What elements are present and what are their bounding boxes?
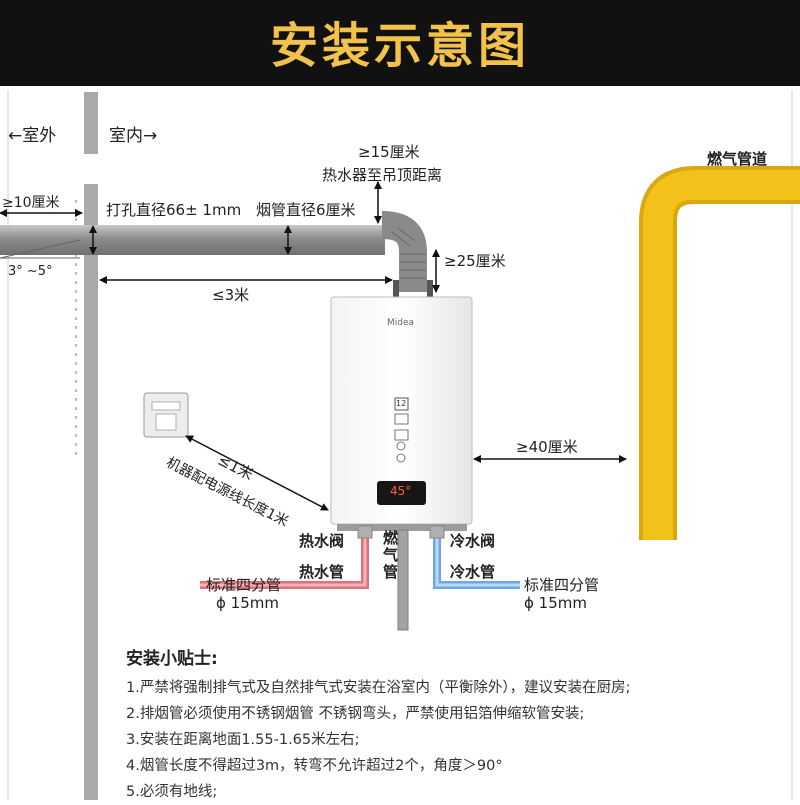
panel-button-3 <box>396 441 406 451</box>
panel-button-1 <box>394 413 409 425</box>
banner-title: 安装示意图 <box>269 18 530 74</box>
indoor-label: 室内→ <box>109 126 158 146</box>
cold-water-pipe-highlight <box>435 530 520 587</box>
tip-item: 4.烟管长度不得超过3m，转弯不允许超过2个，角度＞90° <box>126 758 503 774</box>
tips-title: 安装小贴士: <box>126 649 218 669</box>
slope-label: 3° ~5° <box>8 264 53 279</box>
tip-item: 1.严禁将强制排气式及自然排气式安装在浴室内（平衡除外），建议安装在厨房; <box>126 680 631 696</box>
wall-protrusion-label: ≥10厘米 <box>2 195 60 211</box>
water-heater <box>330 296 473 531</box>
tip-item: 3.安装在距离地面1.55-1.65米左右; <box>126 732 360 748</box>
power-socket <box>143 392 189 438</box>
cold-water-valve <box>429 525 445 539</box>
hot-water-pipe-highlight <box>200 530 367 587</box>
gas-pipeline-label: 燃气管道 <box>707 150 768 168</box>
top-gap-desc: 热水器至吊顶距离 <box>322 166 443 184</box>
right-spec-name: 标准四分管 <box>524 576 600 594</box>
heater-bottom <box>337 524 467 531</box>
panel-number: 12 <box>396 399 407 408</box>
power-distance-arrow <box>185 435 329 511</box>
hot-water-valve <box>357 525 373 539</box>
vertical-gap-label: ≥25厘米 <box>444 252 506 270</box>
heater-display <box>377 481 426 505</box>
hot-pipe-label: 热水管 <box>299 563 345 581</box>
outdoor-label: ←室外 <box>8 126 57 146</box>
gas-pipe-vertical <box>397 529 409 631</box>
cold-valve-label: 冷水阀 <box>450 532 496 550</box>
install-tips: 安装小贴士: 1.严禁将强制排气式及自然排气式安装在浴室内（平衡除外），建议安装… <box>126 644 776 805</box>
gas-pipeline <box>643 170 800 540</box>
tip-item: 5.必须有地线; <box>126 784 218 800</box>
gas-pipe-label: 燃气管 <box>383 529 399 581</box>
hole-diameter-label: 打孔直径66± 1mm <box>106 201 242 219</box>
panel-number-box <box>394 397 409 411</box>
hot-valve-label: 热水阀 <box>299 532 345 550</box>
title-banner: 安装示意图 <box>0 0 800 86</box>
wall <box>75 92 98 800</box>
heater-brand: Midea <box>387 318 415 328</box>
left-spec-size: ϕ 15mm <box>216 594 279 612</box>
tip-item: 2.排烟管必须使用不锈钢烟管 不锈钢弯头，严禁使用铝箔伸缩软管安装; <box>126 706 585 722</box>
gas-pipeline-outline <box>639 166 800 540</box>
cold-pipe-label: 冷水管 <box>450 563 496 581</box>
flue-diameter-label: 烟管直径6厘米 <box>256 201 356 219</box>
left-spec-name: 标准四分管 <box>206 576 282 594</box>
panel-button-4 <box>396 453 406 463</box>
right-spec-size: ϕ 15mm <box>524 594 587 612</box>
panel-button-2 <box>394 429 409 441</box>
slope-line <box>0 239 81 259</box>
display-readout: 45° <box>390 484 412 498</box>
side-gap-label: ≥40厘米 <box>516 438 578 456</box>
top-gap-value: ≥15厘米 <box>358 143 420 161</box>
flue-pipe <box>0 211 433 298</box>
flue-length-label: ≤3米 <box>212 286 250 304</box>
